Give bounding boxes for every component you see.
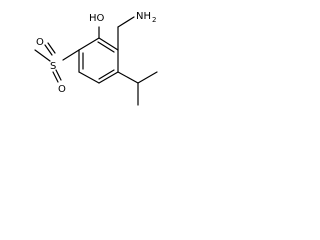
isopropyl-methyl-2-bond — [137, 71, 158, 84]
s-o-lower-bond-a — [52, 71, 59, 83]
ring-double-bond-1 — [97, 41, 115, 53]
ring-double-bond-2 — [98, 69, 115, 80]
s-o-upper-bond-a — [44, 44, 53, 56]
s-o-lower-bond-b — [55, 69, 62, 81]
ring-s-bond — [62, 49, 80, 61]
oxygen-lower-label: O — [58, 84, 66, 95]
ring-bond-c6-c1 — [78, 37, 100, 51]
benzene-ring — [78, 37, 119, 84]
sulfur-label: S — [50, 61, 56, 72]
ch2-n-bond — [117, 16, 135, 28]
structure-canvas: HO NH 2 S O O — [0, 0, 191, 149]
s-o-upper-bond-b — [47, 42, 56, 54]
molecule-drawing: HO NH 2 S O O — [34, 11, 158, 106]
ring-bond-c1-c2 — [98, 37, 119, 51]
oxygen-upper-label: O — [36, 37, 44, 48]
amine-subscript: 2 — [152, 16, 156, 24]
hydroxyl-label: HO — [89, 13, 105, 24]
ring-isopropyl-bond — [117, 71, 139, 84]
s-methyl-bond — [34, 49, 51, 62]
amine-label: NH — [136, 11, 151, 22]
ring-bond-c3-c4 — [98, 71, 119, 84]
ring-bond-c4-c5 — [78, 71, 100, 84]
